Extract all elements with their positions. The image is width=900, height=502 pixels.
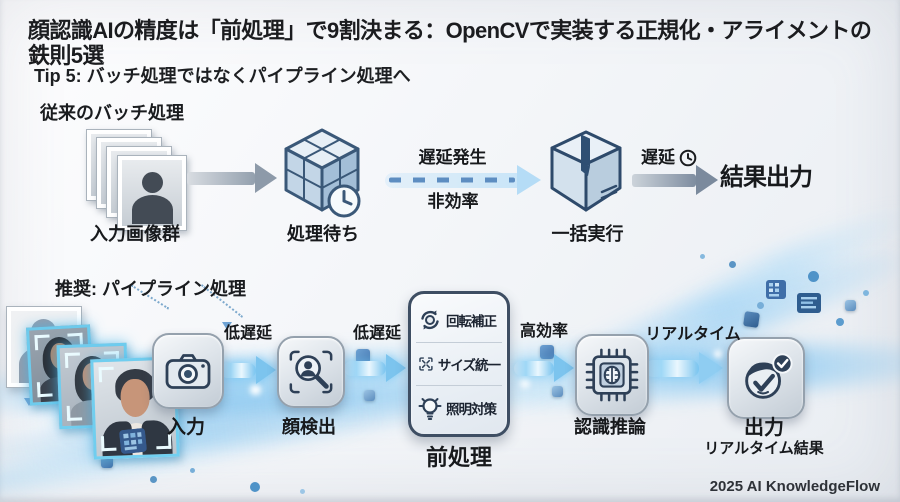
- decor-dot: [836, 318, 844, 326]
- stream-glow: [520, 378, 530, 388]
- flow-label-4: リアルタイム: [645, 326, 741, 343]
- pipeline-section-heading: 推奨: パイプライン処理: [55, 279, 246, 299]
- cube-clock-icon: [278, 126, 366, 227]
- flow-label-2: 低遅延: [352, 325, 401, 342]
- decor-dot: [757, 302, 764, 309]
- preprocess-box: 回転補正 サイズ統一 照明対策: [408, 291, 510, 437]
- batch-arrow-1: [187, 163, 277, 193]
- decor-square: [540, 345, 554, 359]
- pipeline-output-sublabel: リアルタイム結果: [704, 440, 824, 457]
- batch-result-label: 結果出力: [720, 164, 813, 191]
- photo-stack-icon: [86, 129, 187, 231]
- face-check-icon: [745, 353, 793, 399]
- clock-icon: [679, 149, 697, 167]
- page-title: 顔認識AIの精度は「前処理」で9割決まる：OpenCVで実装する正規化・アライメ…: [28, 18, 872, 69]
- decor-square: [552, 386, 563, 397]
- pipeline-arrow-2: [344, 354, 406, 382]
- rotate-icon: [421, 310, 439, 330]
- output-stage-tile: [727, 337, 805, 419]
- decor-dot: [808, 271, 819, 282]
- pipeline-arrow-3: [514, 354, 574, 382]
- delay-clock-caption: 遅延: [641, 148, 697, 168]
- delay-occurs-label: 遅延発生: [418, 148, 487, 167]
- tip-subtitle: Tip 5: バッチ処理ではなくパイプライン処理へ: [34, 66, 411, 86]
- decor-dot: [250, 482, 260, 492]
- flow-label-3: 高効率: [519, 323, 568, 340]
- decor-dot: [190, 468, 195, 473]
- resize-icon: [419, 357, 433, 371]
- package-box-icon: [546, 126, 626, 227]
- watermark-credit: 2025 AI KnowledgeFlow: [709, 478, 880, 495]
- preprocess-row-resize: サイズ統一: [416, 341, 502, 386]
- delay-small-label: 遅延: [641, 148, 675, 167]
- preprocess-title: 前処理: [425, 445, 492, 470]
- pipeline-detect-label: 顔検出: [282, 417, 336, 437]
- decor-dot: [729, 261, 736, 268]
- decor-dot: [700, 254, 705, 259]
- preprocess-item-label: 照明対策: [446, 401, 497, 417]
- dotted-arrowhead: [222, 322, 232, 330]
- preprocess-row-light: 照明対策: [416, 385, 502, 429]
- stream-glow: [250, 384, 261, 395]
- chip-brain-icon: [585, 348, 639, 402]
- pipeline-input-label: 入力: [166, 417, 205, 438]
- batch-exec-label: 一括実行: [551, 224, 624, 244]
- bulb-icon: [418, 397, 442, 420]
- infer-stage-tile: [575, 334, 649, 416]
- pixel-grid-icon: [119, 428, 147, 454]
- decor-square: [364, 390, 375, 401]
- batch-arrow-2: [632, 165, 718, 195]
- face-search-icon: [289, 350, 333, 394]
- preprocess-row-rotate: 回転補正: [416, 299, 502, 342]
- batch-dashed-arrow: [385, 165, 541, 195]
- decor-dot: [150, 476, 157, 483]
- flow-label-1: 低遅延: [223, 325, 272, 342]
- inefficient-label: 非効率: [427, 192, 479, 211]
- pipeline-arrow-4: [645, 352, 723, 384]
- grid-icon: [766, 280, 786, 299]
- batch-queue-label: 処理待ち: [287, 224, 359, 244]
- document-icon: [797, 293, 821, 313]
- decor-square: [356, 349, 370, 363]
- batch-input-label: 入力画像群: [90, 224, 180, 244]
- detect-stage-tile: [277, 336, 345, 408]
- decor-square: [845, 300, 856, 311]
- preprocess-item-label: サイズ統一: [437, 358, 501, 373]
- decor-dot: [300, 489, 305, 494]
- pipeline-infer-label: 認識推論: [574, 417, 646, 437]
- batch-section-heading: 従来のバッチ処理: [40, 103, 184, 123]
- camera-icon: [165, 354, 211, 389]
- pipeline-arrow-1: [220, 356, 276, 384]
- pipeline-output-label: 出力: [744, 417, 784, 439]
- input-stage-tile: [152, 333, 224, 409]
- decor-dot: [863, 290, 869, 296]
- preprocess-item-label: 回転補正: [446, 314, 497, 330]
